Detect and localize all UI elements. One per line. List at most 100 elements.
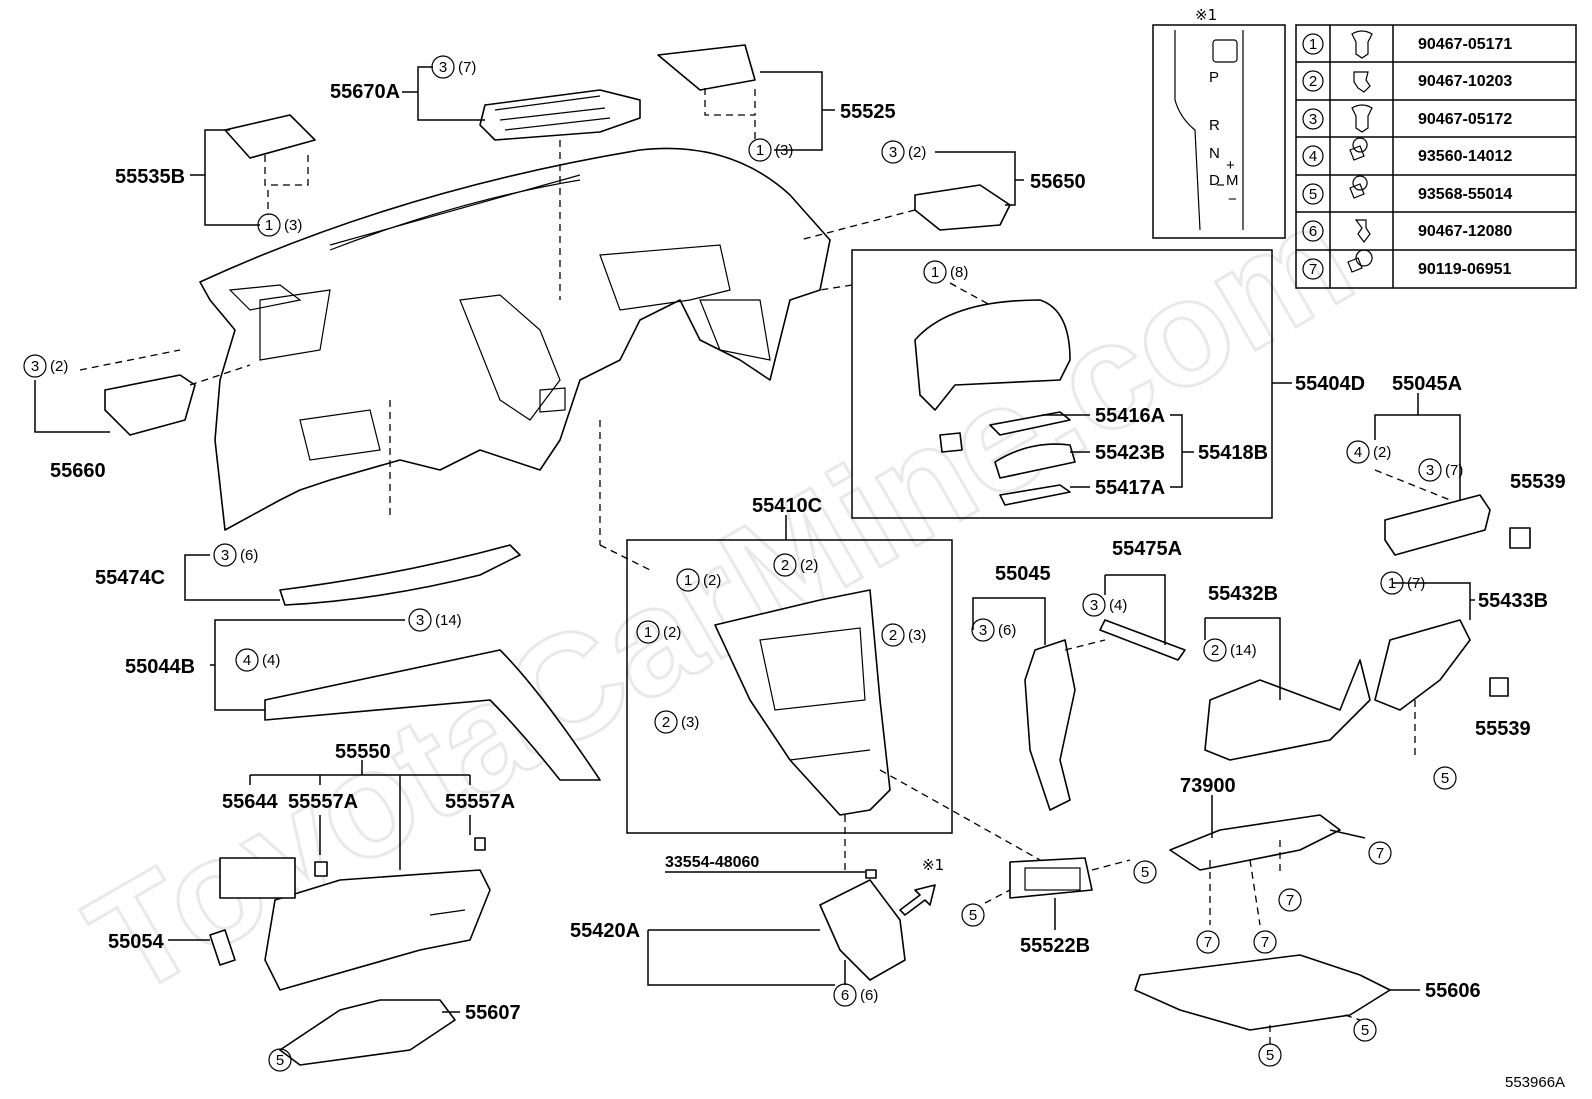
- svg-text:(4): (4): [262, 652, 280, 669]
- label-55539-upper: 55539: [1510, 471, 1566, 493]
- fastener-row-7: 7 90119-06951: [1302, 249, 1512, 280]
- cluster-panel-group: [851, 249, 1273, 519]
- callout: 3(2): [23, 354, 68, 378]
- svg-text:90467-12080: 90467-12080: [1418, 223, 1512, 240]
- marker: 5: [1433, 766, 1457, 790]
- gate-plus: +: [1226, 157, 1235, 174]
- callout: 2(3): [881, 623, 926, 647]
- marker: 5: [1258, 1043, 1282, 1067]
- svg-text:3: 3: [1426, 462, 1434, 479]
- svg-text:4: 4: [243, 652, 251, 669]
- label-55054: 55054: [108, 931, 164, 953]
- svg-text:90467-05172: 90467-05172: [1418, 111, 1512, 128]
- label-55423B: 55423B: [1095, 442, 1165, 464]
- callout: 2(14): [1203, 638, 1257, 662]
- marker: 7: [1278, 888, 1302, 912]
- cap-33554: [865, 869, 877, 879]
- svg-text:7: 7: [1286, 892, 1294, 909]
- marker: 5: [268, 1048, 292, 1072]
- svg-text:5: 5: [1361, 1022, 1369, 1039]
- svg-text:5: 5: [1309, 186, 1317, 203]
- label-55522B: 55522B: [1020, 935, 1090, 957]
- gate-r: R: [1209, 117, 1220, 134]
- svg-text:2: 2: [781, 557, 789, 574]
- svg-text:1: 1: [265, 217, 273, 234]
- svg-text:(14): (14): [435, 612, 462, 629]
- view-arrow: [899, 884, 936, 916]
- cover-55535B: [224, 114, 316, 159]
- svg-text:1: 1: [1309, 36, 1317, 53]
- label-55550: 55550: [335, 741, 391, 763]
- svg-text:2: 2: [1211, 642, 1219, 659]
- svg-text:(7): (7): [458, 59, 476, 76]
- svg-text:3: 3: [416, 612, 424, 629]
- center-cluster-panel: [714, 589, 891, 816]
- svg-text:3: 3: [1090, 597, 1098, 614]
- fastener-row-4: 4 93560-14012: [1302, 137, 1512, 167]
- gate-p: P: [1209, 69, 1219, 86]
- svg-text:93560-14012: 93560-14012: [1418, 148, 1512, 165]
- label-33554-48060: 33554-48060: [665, 854, 759, 871]
- svg-text:7: 7: [1309, 261, 1317, 278]
- fastener-callouts: 3(7) 1(3) 1(3) 3(2) 3(2) 1(8) 4(2) 3(7) …: [23, 55, 1463, 1007]
- svg-text:(2): (2): [703, 572, 721, 589]
- pad-55644: [219, 857, 296, 899]
- svg-text:1: 1: [756, 142, 764, 159]
- svg-text:6: 6: [1309, 223, 1317, 240]
- callout: 1 (8): [923, 260, 968, 284]
- callout: 6(6): [833, 983, 878, 1007]
- label-55433B: 55433B: [1478, 590, 1548, 612]
- svg-text:2: 2: [662, 714, 670, 731]
- svg-text:7: 7: [1261, 934, 1269, 951]
- svg-text:5: 5: [1141, 864, 1149, 881]
- label-55606: 55606: [1425, 980, 1481, 1002]
- bracket-73900: [1169, 814, 1341, 871]
- svg-text:3: 3: [221, 547, 229, 564]
- label-73900: 73900: [1180, 775, 1236, 797]
- note-mark-arrow: ※1: [922, 856, 944, 874]
- label-55535B: 55535B: [115, 166, 185, 188]
- svg-text:(3): (3): [284, 217, 302, 234]
- svg-text:(6): (6): [998, 622, 1016, 639]
- garnish-55416A: [989, 411, 1071, 436]
- bolt-icon: [1347, 249, 1373, 273]
- svg-text:4: 4: [1309, 148, 1317, 165]
- svg-text:(3): (3): [681, 714, 699, 731]
- label-55525: 55525: [840, 101, 896, 123]
- label-55044B: 55044B: [125, 656, 195, 678]
- cluster-hood: [914, 299, 1071, 411]
- part-labels: 55670A 55525 55535B 55650 55660 55404D 5…: [50, 81, 1566, 1024]
- callout: 3(7): [431, 55, 476, 79]
- label-55418B: 55418B: [1198, 442, 1268, 464]
- gate-minus: −: [1228, 191, 1237, 208]
- cover-55525: [657, 44, 756, 91]
- shifter-gate-illustration: ※1 P R N D M + −: [1152, 6, 1286, 239]
- fastener-table: 1 90467-05171 2 90467-10203 3 90467-0517…: [1295, 24, 1577, 289]
- svg-text:90119-06951: 90119-06951: [1418, 261, 1512, 278]
- label-55404D: 55404D: [1295, 373, 1365, 395]
- garnish-55417A: [999, 484, 1071, 506]
- svg-text:2: 2: [1309, 73, 1317, 90]
- damper-55054: [209, 929, 236, 966]
- svg-text:90467-10203: 90467-10203: [1418, 73, 1512, 90]
- label-55557A-left: 55557A: [288, 791, 358, 813]
- svg-text:3: 3: [979, 622, 987, 639]
- callout: 1 (3): [748, 138, 793, 162]
- svg-text:(4): (4): [1109, 597, 1127, 614]
- stopper-55557A-left: [314, 861, 328, 877]
- svg-text:(3): (3): [775, 142, 793, 159]
- svg-text:1: 1: [931, 264, 939, 281]
- svg-text:(8): (8): [950, 264, 968, 281]
- svg-text:3: 3: [889, 144, 897, 161]
- garnish-55475A: [1099, 619, 1186, 661]
- svg-text:5: 5: [1266, 1047, 1274, 1064]
- callout: 1(2): [676, 568, 721, 592]
- svg-text:(6): (6): [240, 547, 258, 564]
- svg-text:(7): (7): [1407, 575, 1425, 592]
- marker: 7: [1253, 930, 1277, 954]
- note-mark: ※1: [1195, 6, 1217, 24]
- svg-text:(3): (3): [908, 627, 926, 644]
- label-55420A: 55420A: [570, 920, 640, 942]
- callout: 1(2): [636, 620, 681, 644]
